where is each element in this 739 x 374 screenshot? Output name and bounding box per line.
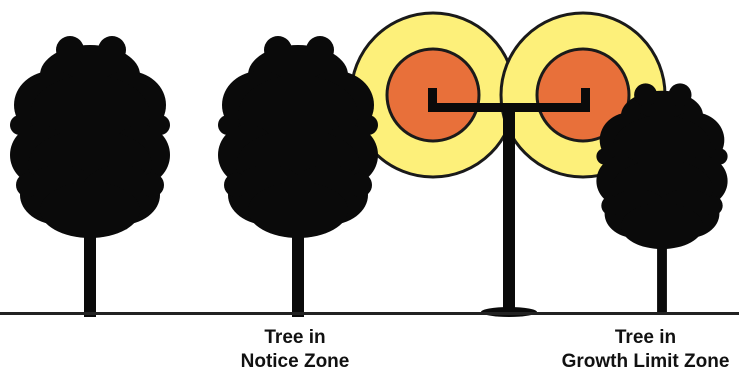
tree-notice-zone — [218, 36, 378, 317]
tree-left — [10, 36, 170, 317]
caption-notice-line1: Tree in — [215, 326, 375, 350]
caption-growth-limit-zone: Tree in Growth Limit Zone — [552, 326, 739, 374]
tree-growth-limit-zone — [596, 83, 727, 313]
ground-line — [0, 312, 739, 315]
caption-growth-line1: Tree in — [552, 326, 739, 350]
caption-growth-line2: Growth Limit Zone — [552, 350, 739, 374]
caption-notice-zone: Tree in Notice Zone — [215, 326, 375, 374]
caption-notice-line2: Notice Zone — [215, 350, 375, 374]
